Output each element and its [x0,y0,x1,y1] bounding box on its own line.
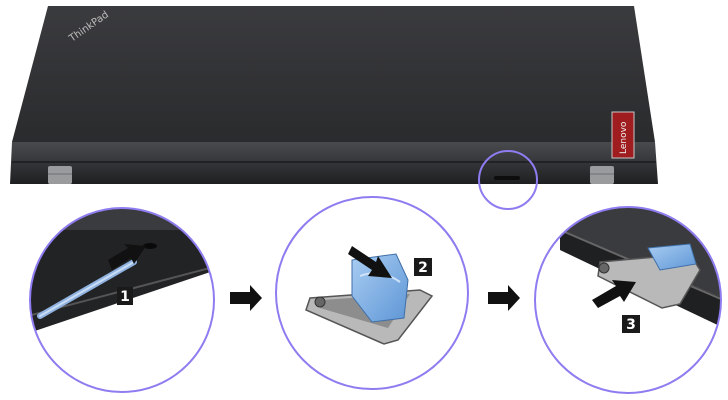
step-3-panel: 3 [535,205,728,393]
laptop: ThinkPad Lenovo [10,6,658,209]
step-2-panel: 2 [276,197,468,389]
step-3-number: 3 [626,317,636,333]
laptop-rear-edge [10,142,658,184]
sim-slot [494,176,520,180]
arrow-step-2-to-3 [488,285,520,311]
step-1-panel: 1 [20,205,240,392]
left-hinge [48,166,72,184]
right-hinge [590,166,614,184]
brand-label-box: Lenovo [612,112,634,158]
step-1-number: 1 [120,289,130,305]
step-2-number: 2 [418,260,428,276]
laptop-lid [12,6,655,142]
arrow-step-1-to-2 [230,285,262,311]
brand-label: Lenovo [619,121,629,154]
